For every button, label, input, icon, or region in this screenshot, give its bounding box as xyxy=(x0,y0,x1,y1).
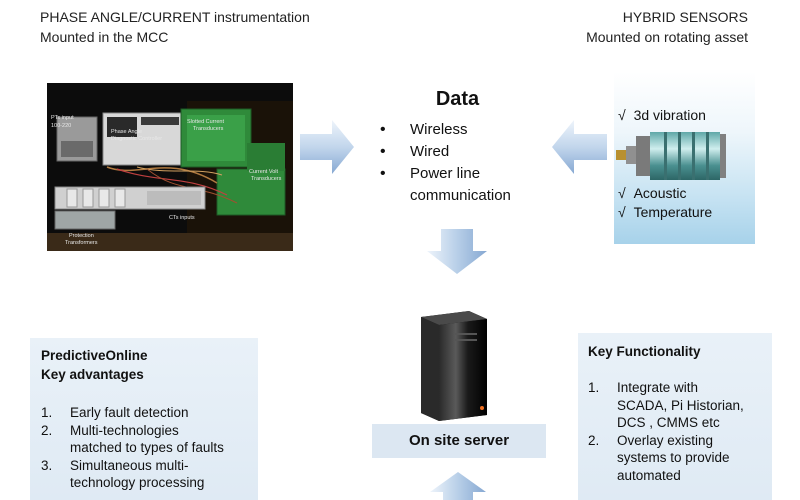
left-header-title: PHASE ANGLE/CURRENT instrumentation xyxy=(40,9,310,25)
photo-label-current-volt: Current Volt xyxy=(249,169,279,175)
sensor-item-label: Temperature xyxy=(633,204,713,220)
data-channel-list: Wireless Wired Power line communication xyxy=(380,119,511,207)
panel-title: PredictiveOnline xyxy=(41,348,148,363)
arrow-right-icon xyxy=(300,120,354,174)
left-header-subtitle: Mounted in the MCC xyxy=(40,29,169,45)
photo-label-pts: PTs input xyxy=(51,115,74,121)
hybrid-sensor-panel: √ 3d vibration √ Acoustic √ Temperature xyxy=(614,72,755,244)
list-item-text: SCADA, Pi Historian, xyxy=(617,397,744,413)
photo-label-transducers: Transducers xyxy=(193,126,224,132)
check-icon: √ xyxy=(618,204,626,220)
key-functionality-panel: Key Functionality 1. Integrate with SCAD… xyxy=(578,333,772,500)
list-item-text: Integrate with xyxy=(617,380,699,395)
list-item-text: matched to types of faults xyxy=(70,440,224,455)
list-item-number: 1. xyxy=(41,405,53,420)
sensor-item-label: Acoustic xyxy=(633,185,687,201)
server-icon xyxy=(421,311,487,421)
server-label: On site server xyxy=(372,424,546,458)
photo-label-transformers: Transformers xyxy=(65,240,98,246)
list-item-number: 2. xyxy=(588,432,600,448)
sensor-item-acoustic: √ Acoustic xyxy=(618,185,687,201)
data-channel-item: Power line xyxy=(380,163,511,185)
left-header: PHASE ANGLE/CURRENT instrumentation Moun… xyxy=(40,7,310,47)
arrow-down-icon xyxy=(427,229,487,274)
list-item-number: 1. xyxy=(588,380,600,395)
list-item-text: systems to provide xyxy=(617,450,730,465)
list-item: 3. Simultaneous multi- technology proces… xyxy=(41,457,256,492)
right-header-title: HYBRID SENSORS xyxy=(622,9,748,25)
photo-label-protection: Protection xyxy=(69,233,94,239)
instrumentation-illustration: PTs input 100-220 Phase Angle Diagnostic… xyxy=(47,83,293,251)
list-item-text: Simultaneous multi- xyxy=(70,457,189,473)
list-item: 2. Overlay existing systems to provide a… xyxy=(588,432,770,485)
photo-label-cts-inputs: CTs inputs xyxy=(169,215,195,221)
data-title: Data xyxy=(435,88,480,110)
advantages-list: 1. Early fault detection 2. Multi-techno… xyxy=(41,404,256,492)
data-channel-item: Wireless xyxy=(380,119,511,141)
list-item: 1. Early fault detection xyxy=(41,404,256,422)
list-item-number: 3. xyxy=(41,457,53,473)
list-item-text: Overlay existing xyxy=(617,432,714,448)
photo-label-slotted-ct: Slotted Current xyxy=(187,119,224,125)
list-item-text: technology processing xyxy=(70,475,205,490)
panel-subtitle: Key advantages xyxy=(41,367,144,382)
sensor-item-label: 3d vibration xyxy=(633,107,706,123)
data-channel-item: communication xyxy=(410,187,511,204)
list-item: 1. Integrate with SCADA, Pi Historian, D… xyxy=(588,379,770,432)
arrow-left-icon xyxy=(552,120,607,174)
list-item-number: 2. xyxy=(41,422,53,438)
photo-label-transducer: Transducers xyxy=(251,176,282,182)
right-header: HYBRID SENSORS Mounted on rotating asset xyxy=(586,7,748,47)
list-item-text: automated xyxy=(617,467,681,483)
list-item-text: DCS , CMMS etc xyxy=(617,415,720,430)
photo-label-voltage: 100-220 xyxy=(51,123,71,129)
list-item: 2. Multi-technologies matched to types o… xyxy=(41,422,256,457)
instrumentation-photo: PTs input 100-220 Phase Angle Diagnostic… xyxy=(47,83,293,251)
check-icon: √ xyxy=(618,185,626,201)
functionality-list: 1. Integrate with SCADA, Pi Historian, D… xyxy=(588,379,770,484)
sensor-item-temperature: √ Temperature xyxy=(618,204,712,220)
photo-label-controller: Diagnostic Controller xyxy=(111,136,162,142)
motor-illustration xyxy=(616,132,726,180)
photo-label-phase-angle: Phase Angle xyxy=(111,129,142,135)
arrow-up-icon xyxy=(430,472,486,500)
panel-title: Key Functionality xyxy=(588,344,701,359)
sensor-item-vibration: √ 3d vibration xyxy=(618,107,706,123)
check-icon: √ xyxy=(618,107,626,123)
list-item-text: Multi-technologies xyxy=(70,422,179,438)
list-item-text: Early fault detection xyxy=(70,405,189,420)
right-header-subtitle: Mounted on rotating asset xyxy=(586,29,748,45)
key-advantages-panel: PredictiveOnline Key advantages 1. Early… xyxy=(30,338,258,500)
data-channel-item: Wired xyxy=(380,141,511,163)
